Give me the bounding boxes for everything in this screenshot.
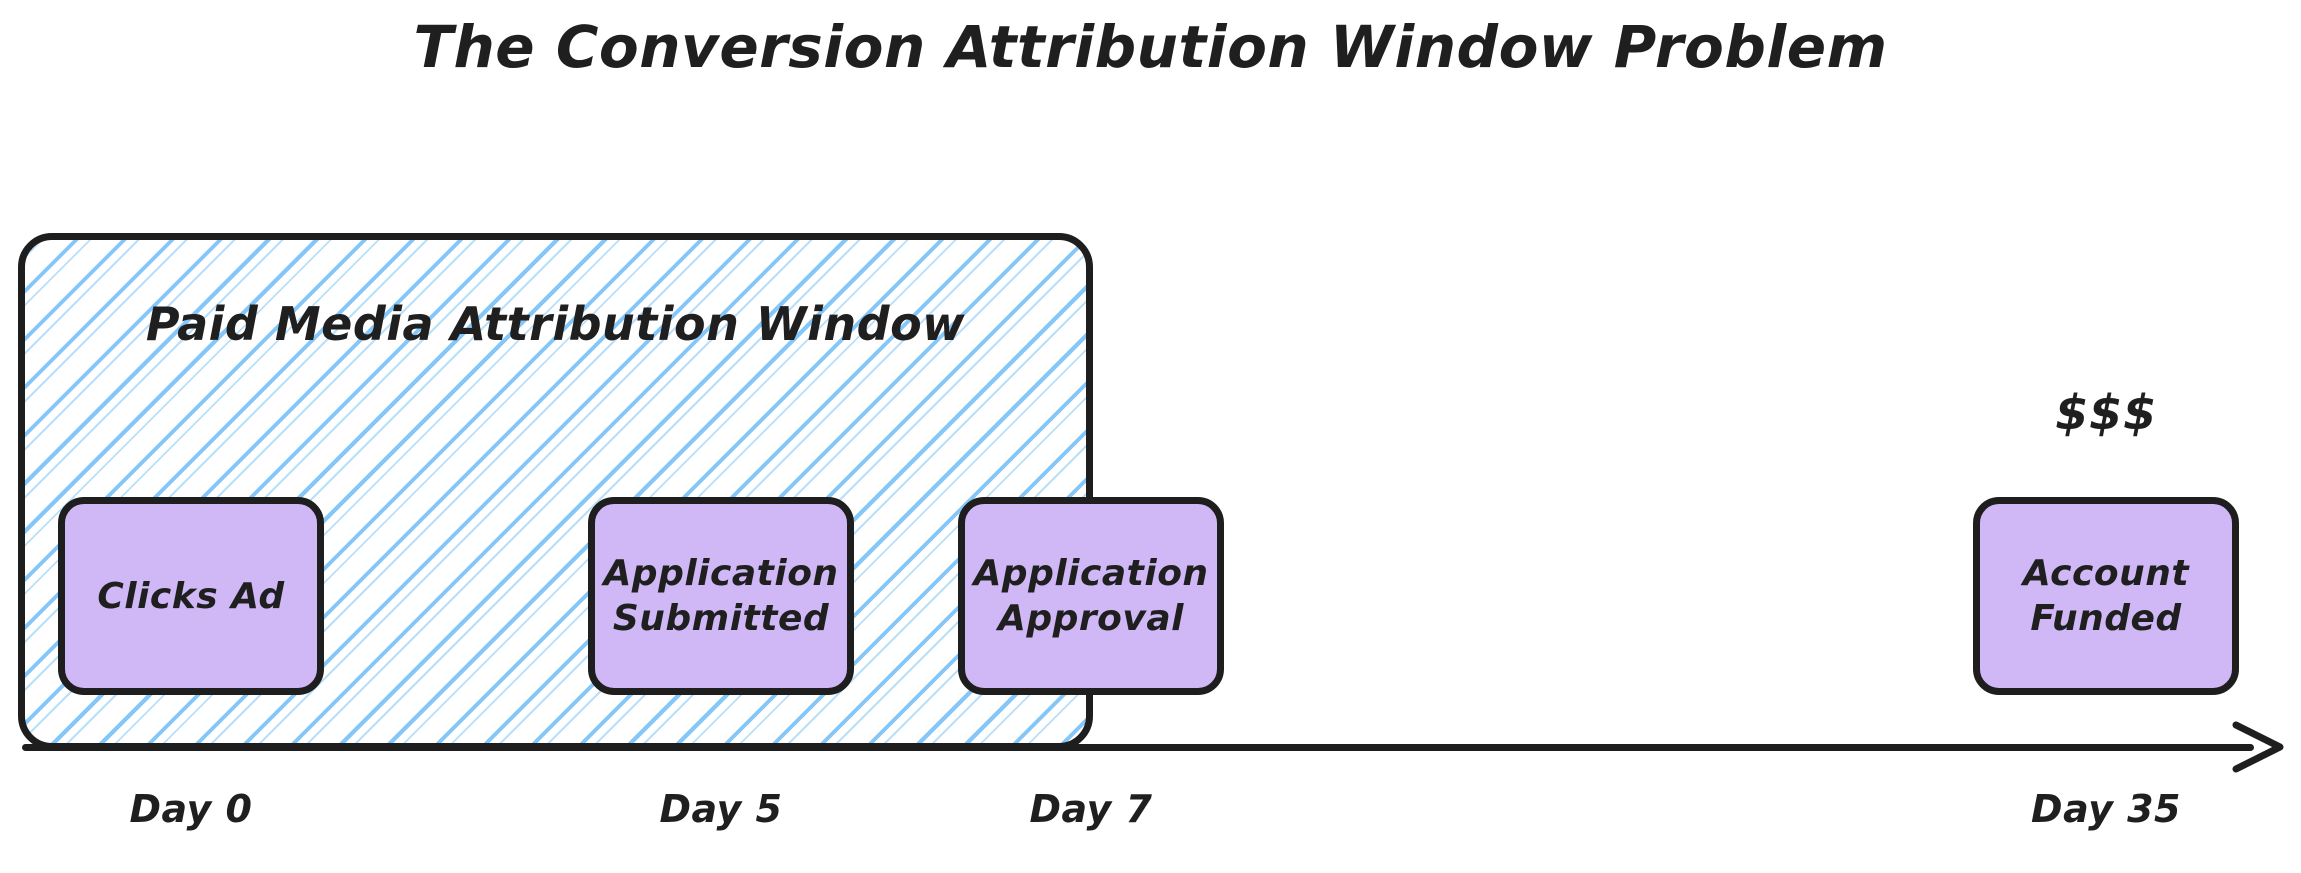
node-application-submitted[interactable]: Application Submitted [588,497,854,695]
node-account-funded-line-2: Funded [2030,598,2182,639]
node-application-approval-line-2: Approval [998,598,1184,639]
day-label-0: Day 0 [129,787,253,831]
page-title: The Conversion Attribution Window Proble… [413,13,1888,81]
node-clicks-ad-line-1: Clicks Ad [97,575,285,617]
node-application-submitted-line-2: Submitted [612,598,830,639]
node-clicks-ad[interactable]: Clicks Ad [58,497,324,695]
node-application-approval[interactable]: Application Approval [958,497,1224,695]
day-label-35: Day 35 [2031,787,2181,831]
day-label-5: Day 5 [659,787,783,831]
attribution-window-label: Paid Media Attribution Window [145,297,966,351]
node-application-submitted-line-1: Application [603,553,839,594]
timeline-axis [22,744,2254,751]
arrow-right-icon [2226,716,2288,778]
money-annotation: $$$ [2055,385,2157,441]
node-account-funded[interactable]: Account Funded [1973,497,2239,695]
node-application-approval-line-1: Application [973,553,1209,594]
day-label-7: Day 7 [1029,787,1153,831]
node-account-funded-line-1: Account [2022,553,2190,594]
